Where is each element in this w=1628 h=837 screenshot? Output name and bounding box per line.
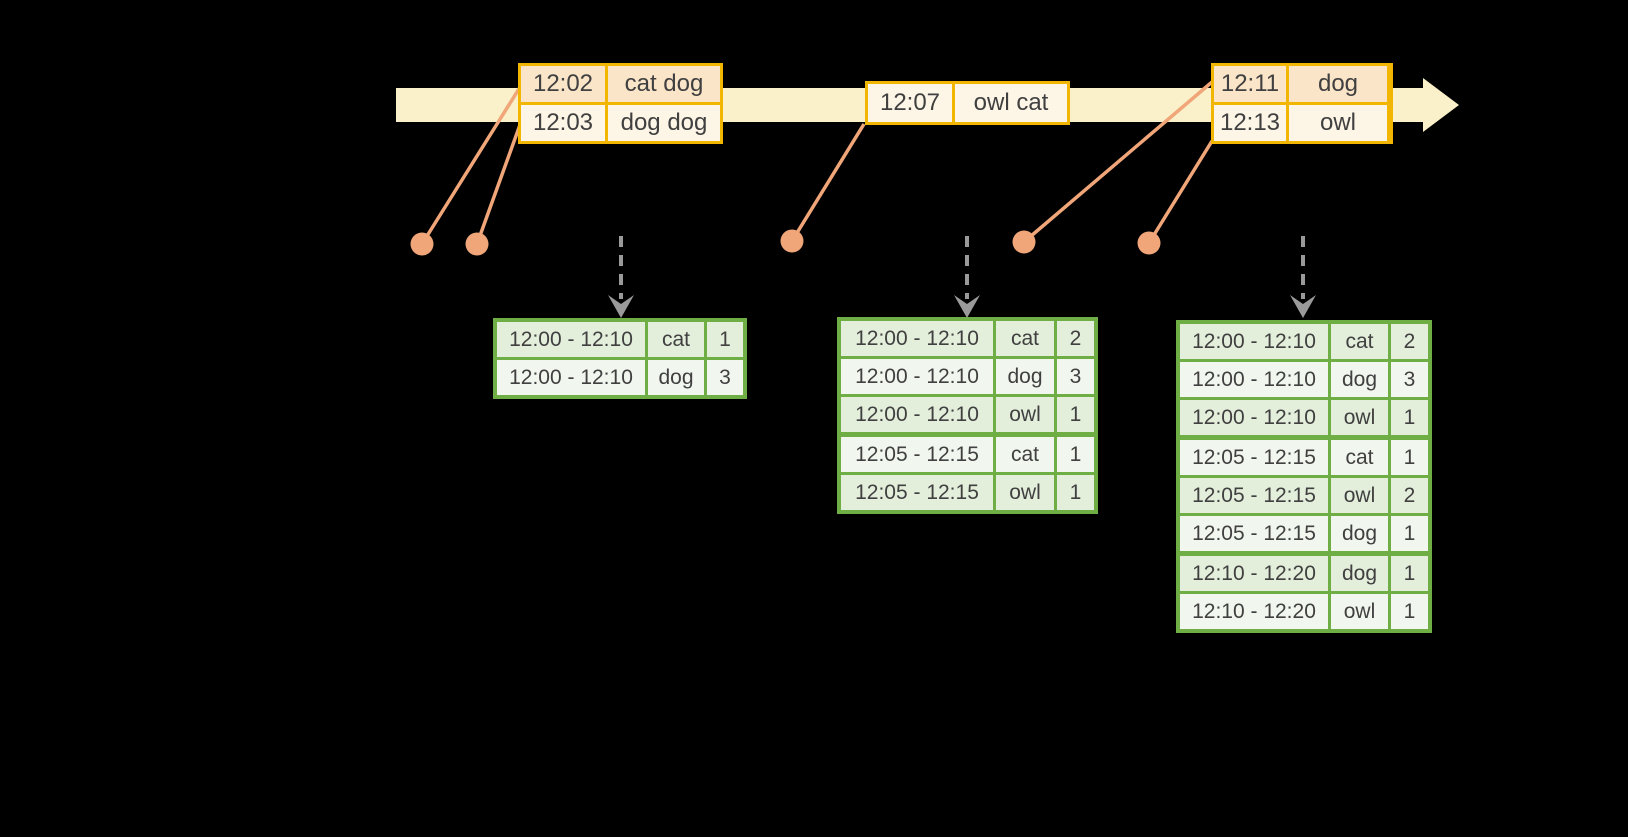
event-connector-line: [420, 83, 524, 245]
count-cell: 3: [707, 360, 743, 395]
window-cell: 12:05 - 12:15: [1180, 440, 1328, 475]
result-table-3: 12:00 - 12:10 cat 2 12:00 - 12:10 dog 3 …: [1176, 320, 1432, 633]
word-cell: dog: [996, 359, 1054, 394]
window-cell: 12:00 - 12:10: [1180, 324, 1328, 359]
event-connector-line: [1147, 140, 1214, 244]
window-group: 12:05 - 12:15 cat 1 12:05 - 12:15 owl 1: [841, 437, 1094, 510]
event-time-cell: 12:02: [521, 66, 605, 102]
count-cell: 1: [1391, 440, 1428, 475]
event-table-3: 12:11 dog 12:13 owl: [1211, 63, 1393, 144]
window-cell: 12:05 - 12:15: [1180, 516, 1328, 551]
event-words-cell: dog dog: [608, 105, 720, 141]
count-cell: 1: [1057, 397, 1094, 432]
event-table-1: 12:02 cat dog 12:03 dog dog: [518, 63, 723, 144]
result-table-1: 12:00 - 12:10 cat 1 12:00 - 12:10 dog 3: [493, 318, 747, 399]
window-group: 12:00 - 12:10 cat 2 12:00 - 12:10 dog 3 …: [1180, 324, 1428, 435]
count-cell: 1: [1391, 400, 1428, 435]
window-cell: 12:00 - 12:10: [841, 397, 993, 432]
event-dot: [780, 229, 804, 253]
window-group: 12:00 - 12:10 cat 2 12:00 - 12:10 dog 3 …: [841, 321, 1094, 432]
word-cell: owl: [1331, 594, 1388, 629]
count-cell: 2: [1391, 324, 1428, 359]
window-cell: 12:05 - 12:15: [841, 437, 993, 472]
word-cell: owl: [1331, 400, 1388, 435]
event-dot: [1012, 230, 1036, 254]
window-cell: 12:05 - 12:15: [1180, 478, 1328, 513]
count-cell: 1: [1391, 556, 1428, 591]
word-cell: cat: [996, 437, 1054, 472]
window-cell: 12:10 - 12:20: [1180, 556, 1328, 591]
window-group: 12:00 - 12:10 cat 1 12:00 - 12:10 dog 3: [497, 322, 743, 395]
count-cell: 1: [707, 322, 743, 357]
event-connector-line: [1022, 80, 1214, 244]
count-cell: 3: [1391, 362, 1428, 397]
event-time-cell: 12:03: [521, 105, 605, 141]
event-words-cell: owl: [1289, 105, 1387, 141]
trigger-arrowhead-icon: [608, 295, 634, 318]
event-words-cell: cat dog: [608, 66, 720, 102]
timeline-arrowhead-icon: [1423, 78, 1459, 132]
word-cell: cat: [648, 322, 704, 357]
window-cell: 12:00 - 12:10: [497, 322, 645, 357]
window-cell: 12:00 - 12:10: [841, 321, 993, 356]
event-connector-line: [790, 123, 866, 242]
window-cell: 12:00 - 12:10: [1180, 400, 1328, 435]
word-cell: owl: [996, 475, 1054, 510]
event-time-cell: 12:13: [1214, 105, 1286, 141]
word-cell: owl: [996, 397, 1054, 432]
count-cell: 2: [1057, 321, 1094, 356]
count-cell: 1: [1057, 437, 1094, 472]
count-cell: 3: [1057, 359, 1094, 394]
event-words-cell: owl cat: [955, 84, 1067, 122]
result-table-2: 12:00 - 12:10 cat 2 12:00 - 12:10 dog 3 …: [837, 317, 1098, 514]
event-connector-line: [475, 121, 523, 245]
event-time-cell: 12:07: [868, 84, 952, 122]
event-table-2: 12:07 owl cat: [865, 81, 1070, 125]
window-cell: 12:00 - 12:10: [497, 360, 645, 395]
word-cell: dog: [1331, 362, 1388, 397]
count-cell: 2: [1391, 478, 1428, 513]
word-cell: cat: [1331, 324, 1388, 359]
word-cell: cat: [1331, 440, 1388, 475]
word-cell: dog: [1331, 516, 1388, 551]
event-time-cell: 12:11: [1214, 66, 1286, 102]
word-cell: dog: [648, 360, 704, 395]
window-cell: 12:00 - 12:10: [841, 359, 993, 394]
window-cell: 12:00 - 12:10: [1180, 362, 1328, 397]
count-cell: 1: [1391, 594, 1428, 629]
window-cell: 12:10 - 12:20: [1180, 594, 1328, 629]
word-cell: owl: [1331, 478, 1388, 513]
word-cell: dog: [1331, 556, 1388, 591]
window-group: 12:05 - 12:15 cat 1 12:05 - 12:15 owl 2 …: [1180, 440, 1428, 551]
window-group: 12:10 - 12:20 dog 1 12:10 - 12:20 owl 1: [1180, 556, 1428, 629]
window-cell: 12:05 - 12:15: [841, 475, 993, 510]
event-dot: [410, 232, 434, 256]
event-words-cell: dog: [1289, 66, 1387, 102]
trigger-arrowhead-icon: [1290, 295, 1316, 318]
count-cell: 1: [1057, 475, 1094, 510]
event-dot: [1137, 231, 1161, 255]
word-cell: cat: [996, 321, 1054, 356]
trigger-arrowhead-icon: [954, 295, 980, 318]
event-dot: [465, 232, 489, 256]
count-cell: 1: [1391, 516, 1428, 551]
